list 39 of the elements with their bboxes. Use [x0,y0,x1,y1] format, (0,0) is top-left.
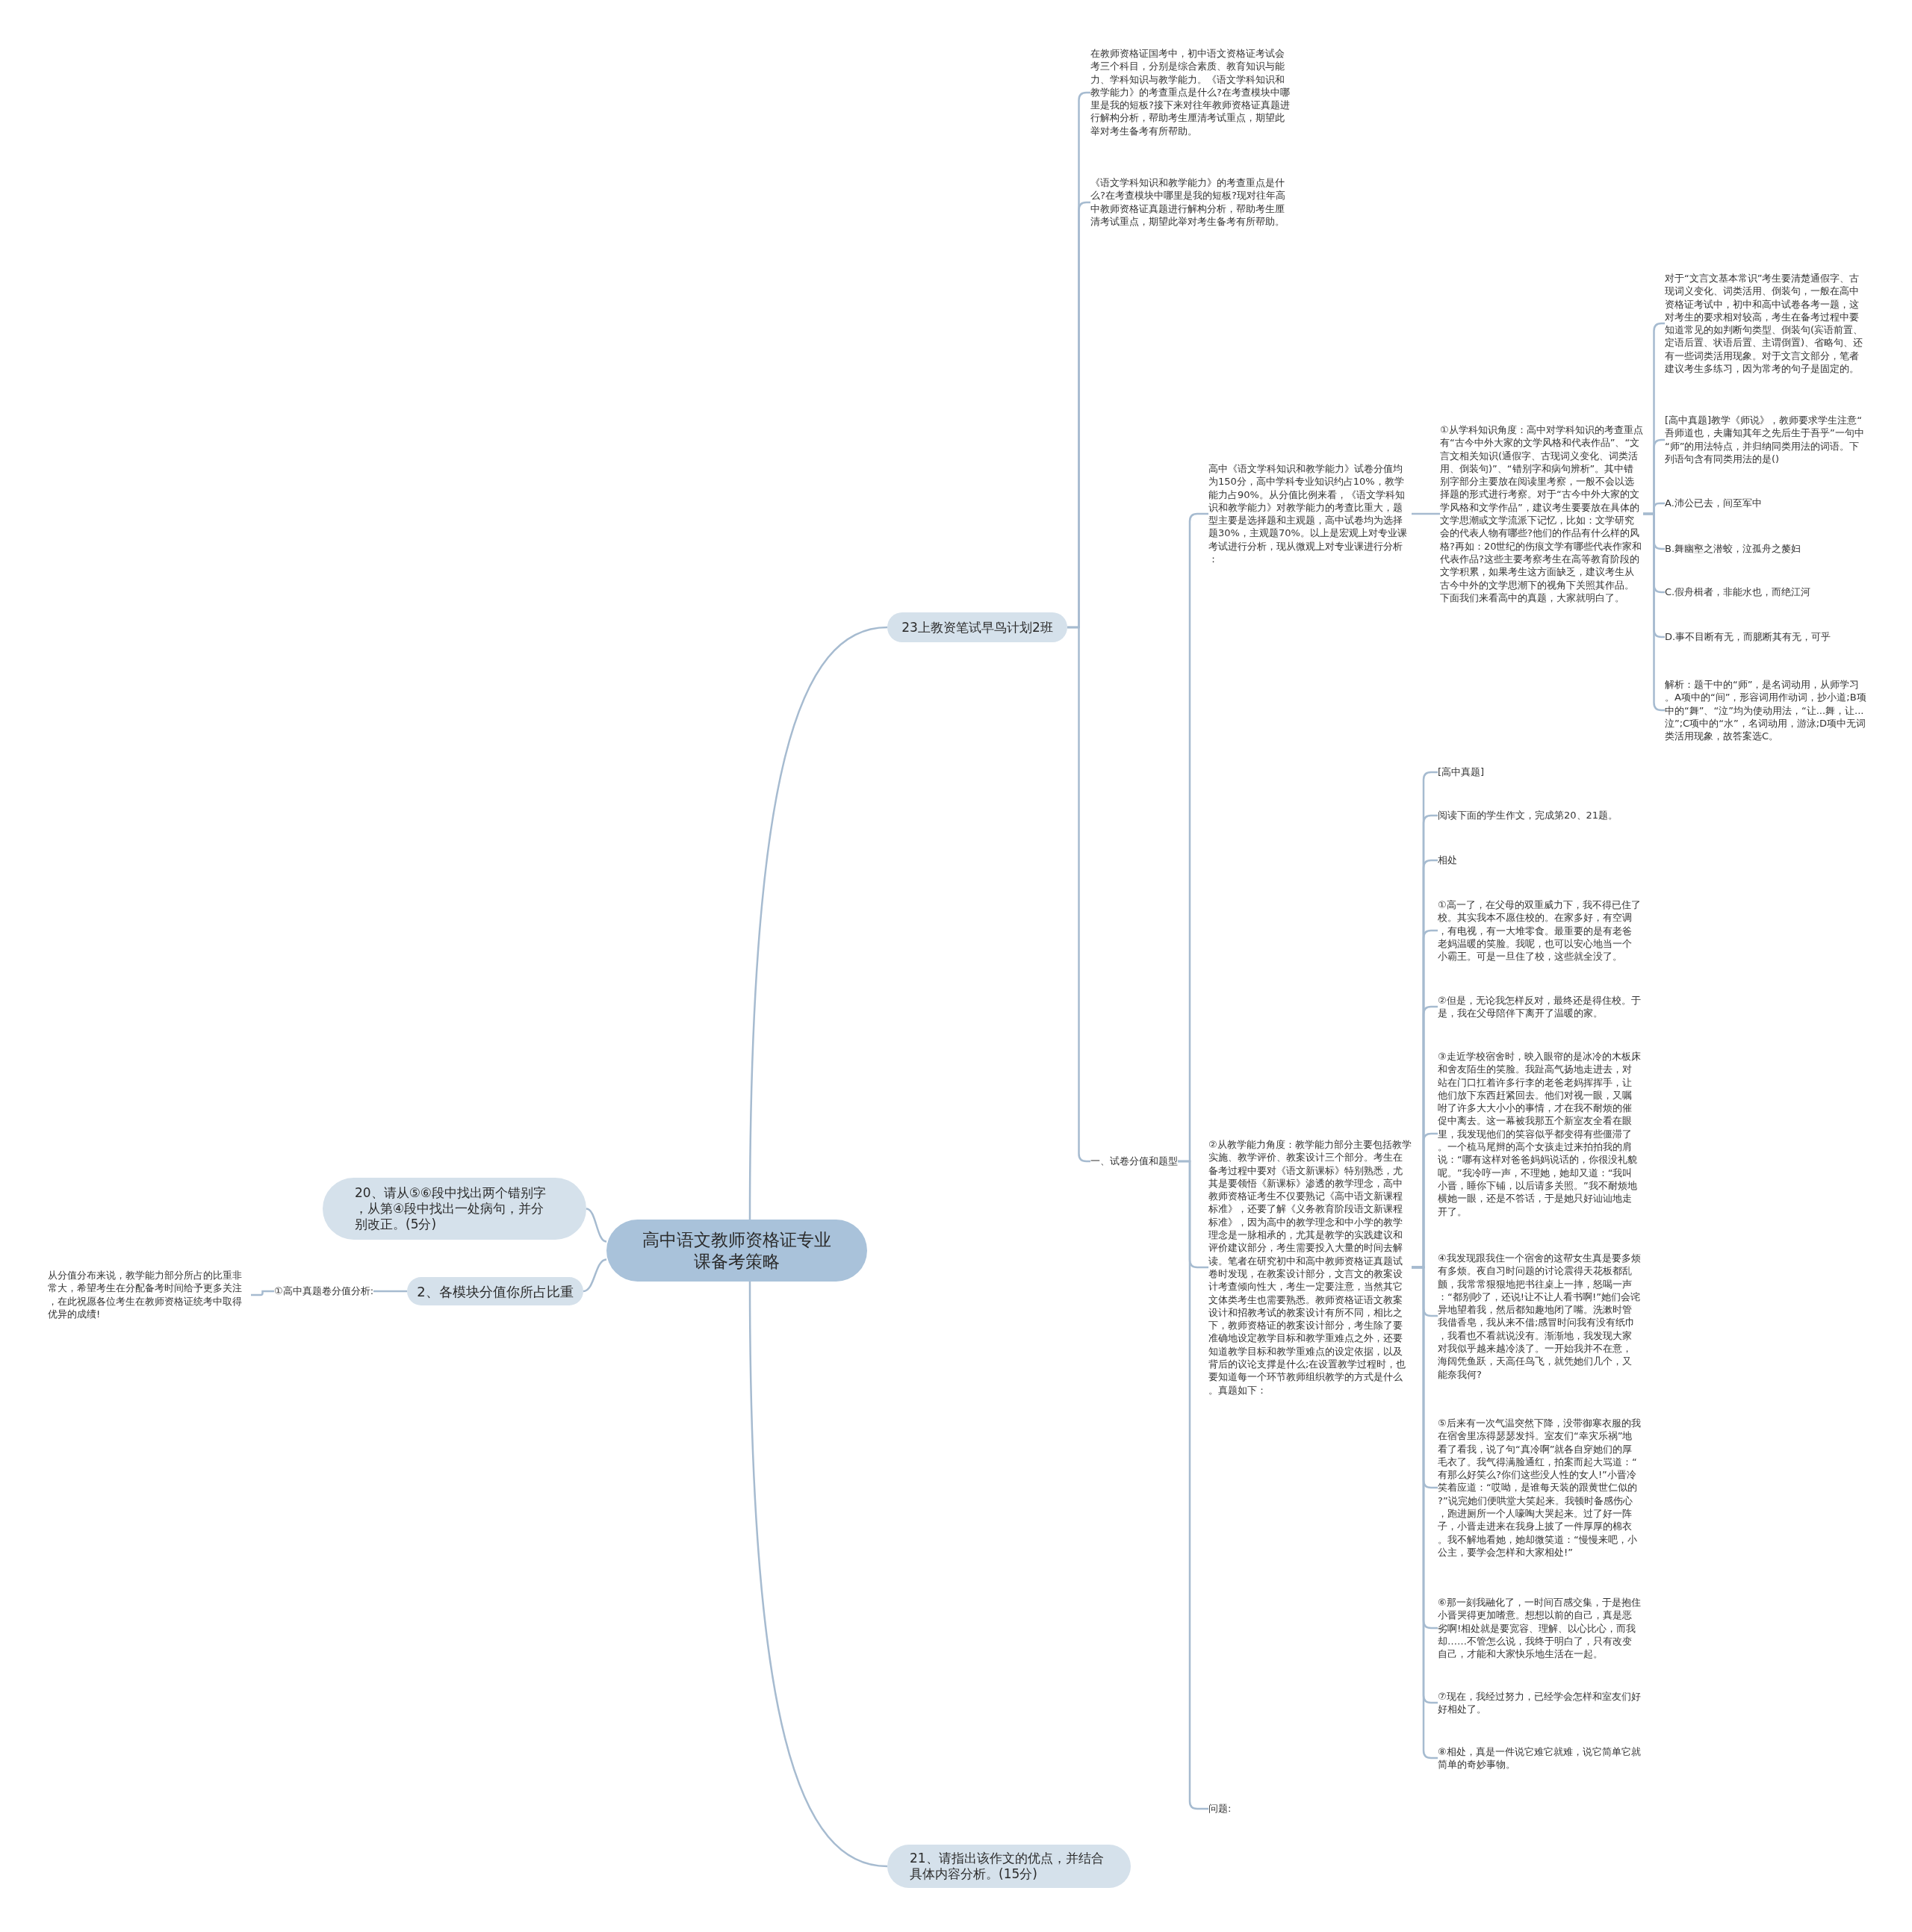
topic-text: 对于“文言文基本常识”考生要清楚通假字、古现词义变化、词类活用、倒装句，一般在高中资格证考试中，初中和高中试卷各考一题，这对考生的要求相对较高，考生在备考过程中要知道常见的如判断句类型、倒装句(宾语前置、定语后置、状语后置、主谓倒置)、省略句、还有一些词类活用现象。对于文言文部分，笔者建议考生多练习，因为常考的句子是固定的。 [1665,271,1868,376]
topic-pill: 21、请指出该作文的优点，并结合具体内容分析。(15分) [887,1845,1131,1888]
topic-text: ①高一了，在父母的双重威力下，我不得已住了校。其实我本不愿住校的。在家多好，有空调，有电视，有一大堆零食。最重要的是有老爸老妈温暖的笑脸。我呢，也可以安心地当一个小霸王。可是一旦住了校，这些就全没了。 [1438,898,1641,963]
topic-text: D.事不目断有无，而臆断其有无，可乎 [1665,630,1831,644]
topic-text: 《语文学科知识和教学能力》的考查重点是什么?在考查模块中哪里是我的短板?现对往年高中教师资格证真题进行解构分析，帮助考生厘清考试重点，期望此举对考生备考有所帮助。 [1090,176,1294,229]
topic-text: [高中真题] [1438,765,1485,779]
connector-line [586,1208,607,1243]
topic-text: C.假舟楫者，非能水也，而绝江河 [1665,585,1811,599]
connector-line [251,1290,274,1296]
topic-text: ⑤后来有一次气温突然下降，没带御寒衣服的我在宿舍里冻得瑟瑟发抖。室友们“幸灾乐祸”地看了看我，说了句“真冷啊”就各自穿她们的厚毛衣了。我气得满脸通红，拍案而起大骂道：“有那么好笑么?你们这些没人性的女人!”小晋冷笑着应道：“哎呦，是谁每天装的跟黄世仁似的?”说完她们便哄堂大笑起来。我顿时备感伤心，跑进厕所一个人嚎啕大哭起来。过了好一阵子，小晋走进来在我身上披了一件厚厚的棉衣。我不解地看她，她却微笑道：“慢慢来吧，小公主，要学会怎样和大家相处!” [1438,1416,1641,1559]
topic-text: A.沛公已去，间至军中 [1665,497,1762,510]
topic-text: 问题: [1208,1802,1232,1815]
topic-text: 解析：题干中的“师”，是名词动用，从师学习。A项中的“间”，形容词用作动词，抄小道;B项中的“舞”、“泣”均为使动用法，“让...舞，让...泣”;C项中的“水”，名词动用，游泳;D项中无词类活用现象，故答案选C。 [1665,677,1868,743]
topic-text: ⑧相处，真是一件说它难它就难，说它简单它就简单的奇妙事物。 [1438,1745,1641,1771]
topic-text: B.舞幽壑之潜蛟，泣孤舟之嫠妇 [1665,542,1801,556]
topic-text: ②从教学能力角度：教学能力部分主要包括教学实施、教学评价、教案设计三个部分。考生在备考过程中要对《语文新课标》特别熟悉，尤其是要领悟《新课标》渗透的教学理念，高中教师资格证考生不仅要熟记《高中语文新课程标准》，还要了解《义务教育阶段语文新课程标准》，因为高中的教学理念和中小学的教学理念是一脉相承的，尤其是教学的实践建议和评价建议部分，考生需要投入大量的时间去解读。笔者在研究初中和高中教师资格证真题试卷时发现，在教案设计部分，文言文的教案设计考查倾向性大，考生一定要注意，当然其它文体类考生也需要熟悉。教师资格证语文教案设计和招教考试的教案设计有所不同，相比之下，教师资格证的教案设计部分，考生除了要准确地设定教学目标和教学重难点之外，还要知道教学目标和教学重难点的设定依据，以及背后的议论支撑是什么;在设置教学过程时，也要知道每一个环节教师组织教学的方式是什么。真题如下： [1208,1138,1412,1397]
topic-text: ④我发现跟我住一个宿舍的这帮女生真是要多烦有多烦。夜自习时问题的讨论震得天花板都乱颤，我常常狠狠地把书往桌上一摔，怒喝一声：“都别吵了，还说!让不让人看书啊!”她们会诧异地望着我，然后都知趣地闭了嘴。洗漱时管我借香皂，我从来不借;感冒时问我有没有纸巾，我看也不看就说没有。渐渐地，我发现大家对我似乎越来越冷淡了。一开始我并不在意，海阔凭鱼跃，天高任鸟飞，就凭她们几个，又能奈我何? [1438,1251,1641,1381]
topic-text: ③走近学校宿舍时，映入眼帘的是冰冷的木板床和舍友陌生的笑脸。我趾高气扬地走进去，对站在门口扛着许多行李的老爸老妈挥挥手，让他们放下东西赶紧回去。他们对视一眼，又嘱咐了许多大大小小的事情，才在我不耐烦的催促中离去。这一幕被我那五个新室友全看在眼里，我发现他们的笑容似乎都变得有些僵滞了。一个梳马尾辫的高个女孩走过来拍拍我的肩说：“哪有这样对爸爸妈妈说话的，你很没礼貌呢。”我冷哼一声，不理她，她却又道：“我叫小晋，睡你下铺，以后请多关照。”我不耐烦地横她一眼，还是不答话，于是她只好讪讪地走开了。 [1438,1049,1641,1218]
topic-text: ⑦现在，我经过努力，已经学会怎样和室友们好好相处了。 [1438,1689,1641,1716]
connector-line [748,1282,888,1868]
connector-line [1412,512,1440,515]
topic-text: ①从学科知识角度：高中对学科知识的考查重点有“古今中外大家的文学风格和代表作品”、“文言文相关知识(通假字、古现词义变化、词类活用、倒装句)”、“错别字和病句辨析”。其中错别字部分主要放在阅读里考察，一般不会以选择题的形式进行考察。对于“古今中外大家的文学风格和文学作品”，建议考生要要放在具体的文学思潮或文学流派下记忆，比如：文学研究会的代表人物有哪些?他们的作品有什么样的风格?再如：20世纪的伤痕文学有哪些代表作家和代表作品?这些主要考察考生在高等教育阶段的文学积累，如果考生这方面缺乏，建议考生从古今中外的文学思潮下的视角下关照其作品。下面我们来看高中的真题，大家就明白了。 [1440,423,1643,605]
topic-text: ⑥那一刻我融化了，一时间百感交集，于是抱住小晋哭得更加嗜意。想想以前的自己，真是恶劣啊!相处就是要宽容、理解、以心比心，而我却……不管怎么说，我终于明白了，只有改变自己，才能和大家快乐地生活在一起。 [1438,1595,1641,1661]
topic-text: ①高中真题卷分值分析: [274,1285,374,1298]
topic-text: 从分值分布来说，教学能力部分所占的比重非常大，希望考生在分配备考时间给予更多关注，在此祝愿各位考生在教师资格证统考中取得优异的成绩! [48,1269,251,1321]
topic-text: ②但是，无论我怎样反对，最终还是得住校。于是，我在父母陪伴下离开了温暖的家。 [1438,993,1641,1020]
topic-pill: 2、各模块分值你所占比重 [407,1277,583,1305]
topic-text: 相处 [1438,854,1457,867]
topic-text: 高中《语文学科知识和教学能力》试卷分值均为150分，高中学科专业知识约占10%，教学能力占90%。从分值比例来看，《语文学科知识和教学能力》对教学能力的考查比重大，题型主要是选择题和主观题，高中试卷均为选择题30%，主观题70%。以上是宏观上对专业课考试进行分析，现从微观上对专业课进行分析： [1208,462,1412,566]
topic-pill: 20、请从⑤⑥段中找出两个错别字，从第④段中找出一处病句，并分别改正。(5分) [323,1178,586,1240]
connector-line [583,1258,607,1293]
topic-text: 一、试卷分值和题型 [1090,1155,1178,1168]
central-topic: 高中语文教师资格证专业课备考策略 [606,1220,867,1282]
topic-text: [高中真题]教学《师说》，教师要求学生注意“吾师道也，夫庸知其年之先后生于吾乎”一句中“师”的用法特点，并归纳同类用法的词语。下列语句含有同类用法的是() [1665,414,1868,466]
topic-pill: 23上教资笔试早鸟计划2班 [887,612,1067,642]
topic-text: 在教师资格证国考中，初中语文资格证考试会考三个科目，分别是综合素质、教育知识与能力、学科知识与教学能力。《语文学科知识和教学能力》的考查重点是什么?在考查模块中哪里是我的短板?接下来对往年教师资格证真题进行解构分析，帮助考生厘清考试重点，期望此举对考生备考有所帮助。 [1090,47,1294,138]
connector-line [748,626,888,1220]
connector-line [373,1290,407,1293]
topic-text: 阅读下面的学生作文，完成第20、21题。 [1438,809,1618,822]
